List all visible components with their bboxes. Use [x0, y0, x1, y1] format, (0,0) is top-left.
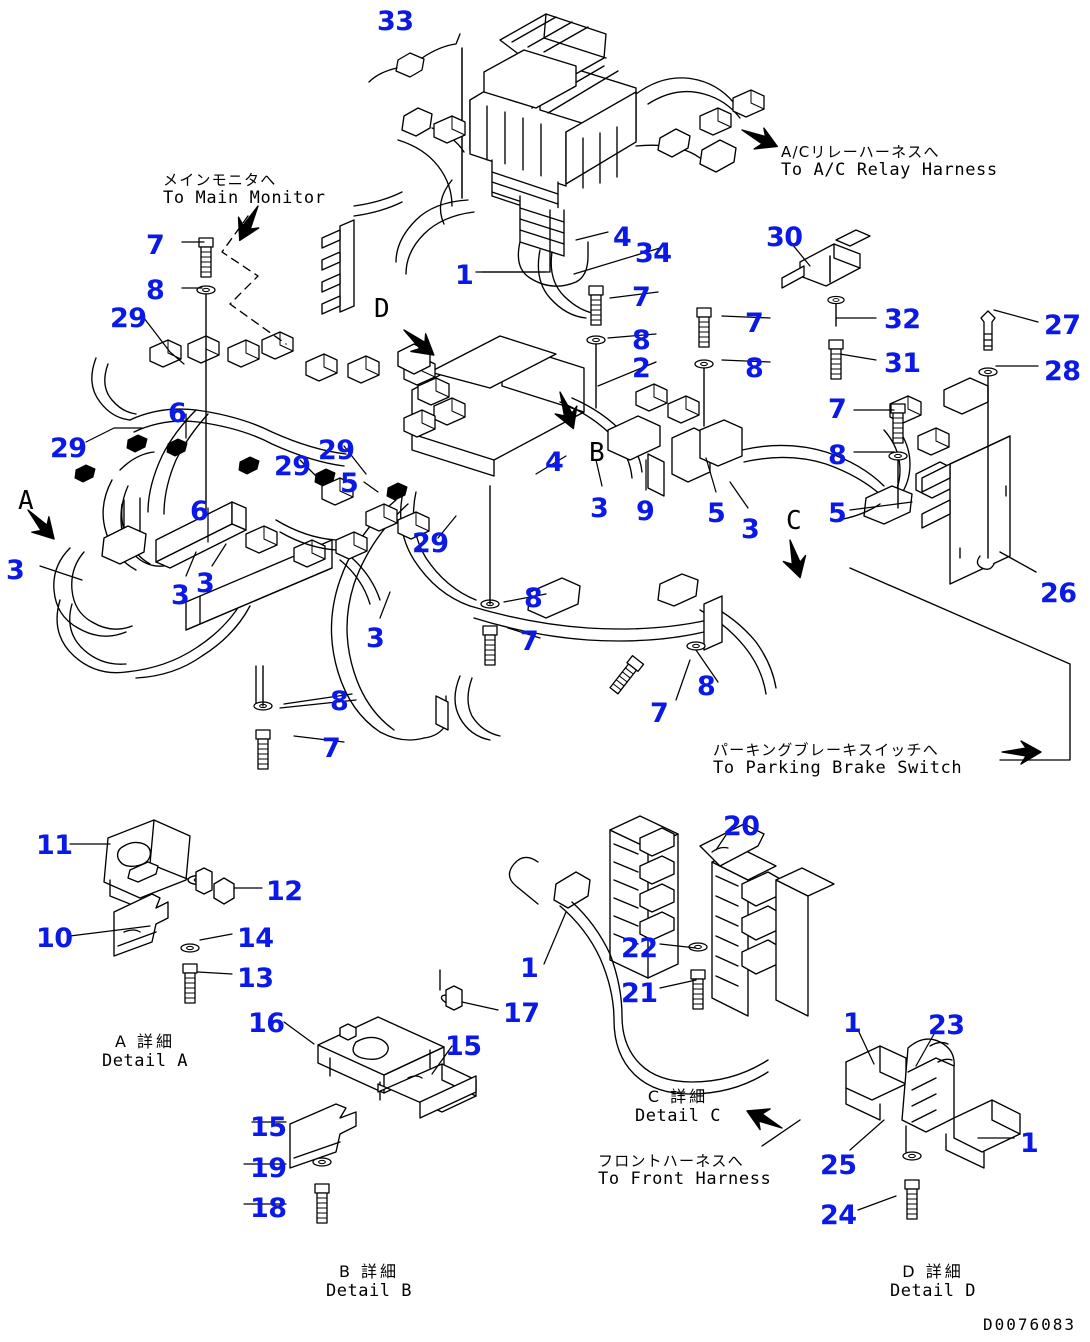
- callout-number: 30: [766, 222, 803, 253]
- callout-number: 7: [745, 308, 764, 339]
- callout-number: 3: [171, 580, 190, 611]
- callout-number: 29: [412, 528, 449, 559]
- callout-number: 17: [503, 998, 540, 1029]
- callout-number: 22: [621, 933, 658, 964]
- callout-number: 11: [36, 830, 73, 861]
- note-english: To Parking Brake Switch: [713, 757, 963, 778]
- callout-number: 8: [330, 686, 349, 717]
- callout-number: 4: [613, 222, 632, 253]
- callout-number: 3: [196, 568, 215, 599]
- callout-number: 6: [190, 496, 209, 527]
- callout-number: 15: [445, 1031, 482, 1062]
- caption-japanese: D 詳細: [902, 1262, 964, 1281]
- callout-number: 27: [1044, 310, 1081, 341]
- callout-number: 29: [50, 433, 87, 464]
- callout-number: 1: [520, 953, 539, 984]
- note-english: To A/C Relay Harness: [781, 159, 998, 180]
- caption-japanese: B 詳細: [338, 1262, 400, 1281]
- callout-number: 7: [322, 733, 341, 764]
- drawing-number: D0076083: [982, 1315, 1076, 1334]
- callout-number: 24: [820, 1200, 857, 1231]
- caption-english: Detail D: [890, 1281, 976, 1302]
- callout-number: 8: [632, 325, 651, 356]
- callout-number: 3: [366, 623, 385, 654]
- note-english: To Main Monitor: [163, 187, 326, 208]
- section-mark-c: C: [786, 506, 802, 536]
- callout-number: 1: [1020, 1128, 1039, 1159]
- callout-number: 29: [318, 435, 355, 466]
- callout-number: 5: [828, 498, 847, 529]
- callout-number: 8: [828, 440, 847, 471]
- caption-japanese: C 詳細: [647, 1087, 709, 1106]
- callout-number: 7: [828, 394, 847, 425]
- callout-number: 7: [632, 282, 651, 313]
- callout-number: 7: [650, 698, 669, 729]
- note-english: To Front Harness: [598, 1168, 772, 1189]
- callout-number: 8: [697, 671, 716, 702]
- caption-japanese: A 詳細: [114, 1032, 176, 1051]
- callout-number: 10: [36, 923, 73, 954]
- section-mark-b: B: [589, 438, 605, 468]
- callout-number: 15: [250, 1112, 287, 1143]
- callout-number: 19: [250, 1153, 287, 1184]
- caption-english: Detail B: [326, 1281, 412, 1302]
- callout-number: 34: [635, 238, 672, 269]
- callout-number: 32: [884, 304, 921, 335]
- caption-english: Detail A: [102, 1051, 188, 1072]
- callout-number: 14: [237, 923, 274, 954]
- callout-number: 28: [1044, 356, 1081, 387]
- section-mark-d: D: [374, 294, 390, 324]
- callout-number: 29: [110, 303, 147, 334]
- callout-number: 8: [745, 353, 764, 384]
- callout-number: 7: [520, 626, 539, 657]
- callout-number: 18: [250, 1193, 287, 1224]
- callout-number: 5: [707, 498, 726, 529]
- callout-number: 9: [636, 496, 655, 527]
- callout-number: 31: [884, 348, 921, 379]
- callout-number: 16: [248, 1008, 285, 1039]
- callout-number: 2: [632, 353, 651, 384]
- note-japanese: メインモニタへ: [163, 171, 277, 189]
- callout-number: 25: [820, 1150, 857, 1181]
- note-japanese: A/Cリレーハーネスへ: [781, 143, 940, 161]
- section-mark-a: A: [18, 486, 34, 516]
- callout-number: 8: [524, 583, 543, 614]
- callout-number: 6: [168, 398, 187, 429]
- callout-number: 3: [6, 555, 25, 586]
- caption-english: Detail C: [635, 1106, 721, 1127]
- callout-number: 1: [843, 1008, 862, 1039]
- callout-number: 23: [928, 1010, 965, 1041]
- callout-number: 7: [146, 230, 165, 261]
- callout-number: 3: [590, 493, 609, 524]
- callout-number: 4: [545, 447, 564, 478]
- callout-number: 26: [1040, 578, 1077, 609]
- callout-number: 29: [274, 451, 311, 482]
- callout-number: 33: [377, 6, 414, 37]
- note-japanese: パーキングブレーキスイッチへ: [713, 741, 939, 759]
- callout-number: 5: [340, 468, 359, 499]
- callout-number: 20: [723, 811, 760, 842]
- callout-number: 13: [237, 963, 274, 994]
- note-japanese: フロントハーネスへ: [598, 1152, 744, 1170]
- callout-number: 8: [146, 275, 165, 306]
- callout-number: 12: [266, 876, 303, 907]
- callout-number: 1: [455, 260, 474, 291]
- callout-number: 3: [741, 514, 760, 545]
- callout-number: 21: [621, 978, 658, 1009]
